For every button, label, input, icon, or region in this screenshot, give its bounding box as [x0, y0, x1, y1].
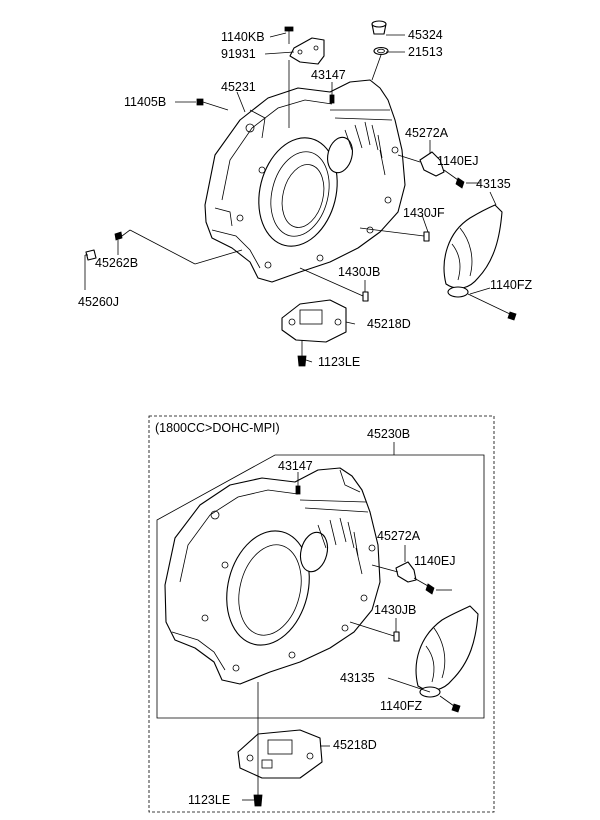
- bracket-45272A-drawing: [419, 151, 465, 189]
- label-1140KB: 1140KB: [221, 30, 265, 44]
- label-1123LE: 1123LE: [318, 355, 360, 369]
- transaxle-housing-drawing: [204, 79, 406, 283]
- variant-bracket-45272A-drawing: [395, 561, 435, 595]
- label-43147: 43147: [311, 68, 346, 82]
- pin-1430JB-drawing: [362, 291, 369, 302]
- variant-label-1140FZ: 1140FZ: [380, 699, 423, 713]
- label-1430JF: 1430JF: [403, 206, 445, 220]
- variant-mount-45218D-drawing: [237, 729, 323, 807]
- variant-label-1123LE: 1123LE: [188, 793, 230, 807]
- variant-housing-drawing: [164, 467, 381, 685]
- label-45262B: 45262B: [95, 256, 138, 270]
- variant-label-45218D: 45218D: [333, 738, 377, 752]
- variant-label-43135: 43135: [340, 671, 375, 685]
- variant-label-1140EJ: 1140EJ: [414, 554, 455, 568]
- label-11405B: 11405B: [124, 95, 166, 109]
- label-1430JB: 1430JB: [338, 265, 380, 279]
- label-45218D: 45218D: [367, 317, 411, 331]
- housing-45230B-outline: [156, 454, 485, 719]
- label-1140FZ: 1140FZ: [490, 278, 533, 292]
- cap-45324-drawing: [371, 20, 389, 56]
- label-45231: 45231: [221, 80, 256, 94]
- variant-label-1430JB: 1430JB: [374, 603, 416, 617]
- label-91931: 91931: [221, 47, 256, 61]
- variant-dashed-frame: [148, 415, 495, 813]
- shield-43135-drawing: [443, 204, 503, 298]
- variant-label-43147: 43147: [278, 459, 313, 473]
- label-45260J: 45260J: [78, 295, 119, 309]
- variant-label-45272A: 45272A: [377, 529, 421, 543]
- top-labels: 1140KB 91931 45324 21513 43147 45231 114…: [78, 28, 533, 369]
- variant-label-45230B: 45230B: [367, 427, 410, 441]
- bracket-91931-drawing: [284, 26, 325, 65]
- variant-title: (1800CC>DOHC-MPI): [155, 421, 280, 435]
- connector-45262B-drawing: [85, 231, 123, 261]
- top-assembly: 1140KB 91931 45324 21513 43147 45231 114…: [78, 20, 533, 369]
- pin-1430JF-drawing: [423, 231, 430, 242]
- label-1140EJ: 1140EJ: [437, 154, 478, 168]
- top-leader-lines: [84, 32, 511, 363]
- label-21513: 21513: [408, 45, 443, 59]
- variant-plug-43147-drawing: [295, 485, 301, 495]
- label-45272A: 45272A: [405, 126, 449, 140]
- variant-pin-1430JB-drawing: [393, 631, 400, 642]
- label-45324: 45324: [408, 28, 443, 42]
- variant-shield-43135-drawing: [415, 605, 479, 698]
- mount-45218D-drawing: [281, 299, 347, 367]
- variant-labels: 45230B 43147 45272A 1140EJ 1430JB 43135 …: [188, 427, 455, 807]
- variant-leader-lines: [242, 442, 455, 801]
- bolt-11405B-drawing: [196, 98, 204, 106]
- plug-43147-drawing: [329, 94, 335, 104]
- variant-box: (1800CC>DOHC-MPI): [148, 415, 495, 813]
- label-43135: 43135: [476, 177, 511, 191]
